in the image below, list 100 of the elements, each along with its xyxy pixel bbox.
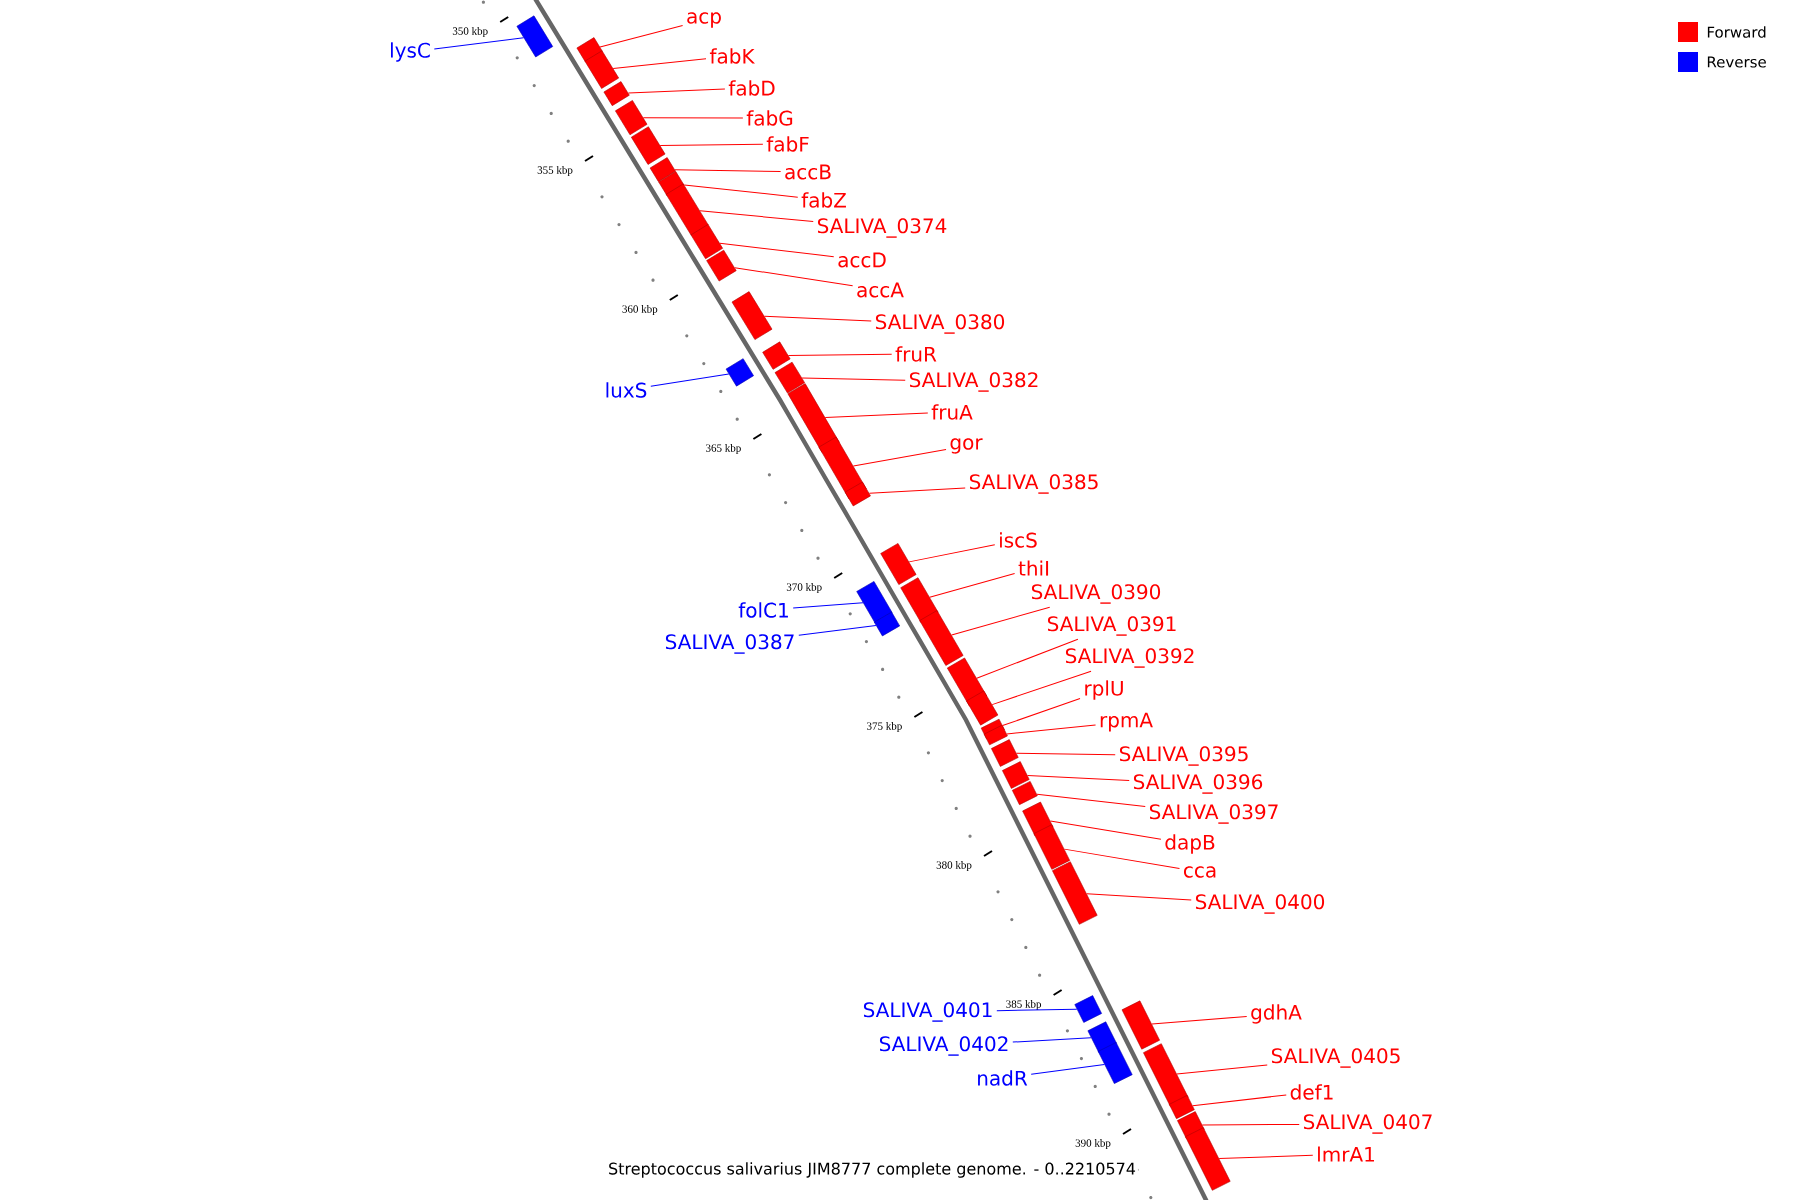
gene-label: gor (950, 438, 983, 454)
gene-label: accA (857, 282, 904, 298)
leader-line (1030, 1063, 1105, 1075)
leader-line (1036, 793, 1146, 807)
gene-label: fabD (728, 80, 775, 96)
gene-block (1143, 1043, 1189, 1107)
gene-label: SALIVA_0397 (1149, 804, 1278, 824)
leader-line (951, 606, 1051, 636)
gene-label: SALIVA_0382 (909, 372, 1038, 392)
gene-label: folC1 (738, 602, 788, 618)
leader-line (699, 210, 814, 222)
gene-block (1012, 781, 1038, 805)
gene-block (787, 383, 840, 453)
leader-line (650, 373, 730, 387)
gene-block (1185, 1127, 1231, 1191)
gene-block (690, 224, 723, 260)
gene-label: rpmA (1100, 712, 1153, 732)
leader-line (976, 638, 1079, 679)
leader-line (612, 58, 707, 69)
gene-block (983, 724, 1008, 746)
leader-line (763, 315, 872, 322)
gene-block (516, 15, 553, 58)
leader-line (798, 624, 877, 636)
leader-line (1218, 1154, 1314, 1160)
leader-line (1086, 893, 1192, 901)
leader-line (929, 572, 1016, 598)
leader-line (599, 25, 684, 48)
leader-line (1049, 820, 1162, 840)
leader-line (659, 143, 764, 146)
gene-block (1033, 824, 1070, 870)
gene-block (991, 739, 1019, 767)
gene-label: fabK (709, 48, 755, 64)
leader-line (852, 449, 947, 467)
leader-line (642, 117, 744, 119)
gene-label: SALIVA_0396 (1133, 774, 1263, 794)
gene-label: SALIVA_0374 (817, 218, 947, 238)
gene-label: lysC (391, 42, 430, 62)
gene-label: lmrA1 (1318, 1146, 1374, 1162)
gene-label: SALIVA_0407 (1303, 1114, 1432, 1134)
gene-label: fabG (746, 110, 793, 126)
gene-label: fabF (766, 136, 809, 152)
gene-block (1169, 1095, 1195, 1119)
gene-block (1052, 861, 1098, 925)
gene-label: gdhA (1251, 1004, 1302, 1024)
gene-label: SALIVA_0400 (1195, 894, 1325, 914)
gene-label: thiI (1018, 560, 1049, 576)
leader-line (1151, 1015, 1248, 1025)
gene-label: SALIVA_0395 (1119, 746, 1248, 766)
leader-line (792, 602, 864, 609)
gene-block (1074, 995, 1102, 1023)
leader-line (719, 242, 835, 258)
gene-block (665, 183, 709, 236)
gene-block (631, 126, 666, 165)
gene-label: SALIVA_0391 (1047, 616, 1176, 636)
leader-line (996, 1008, 1078, 1012)
gene-block (874, 611, 900, 637)
gene-block (880, 543, 917, 585)
leader-line (433, 37, 525, 50)
gene-block (774, 361, 805, 394)
leader-line (734, 267, 854, 287)
leader-line (787, 353, 893, 356)
caption: Streptococcus salivarius JIM8777 complete genome. - 0..2210574 (606, 1160, 1138, 1180)
gene-block (844, 481, 871, 507)
gene-block (706, 249, 737, 282)
gene-block (731, 291, 773, 340)
gene-block (900, 577, 939, 623)
gene-label: SALIVA_0390 (1031, 584, 1161, 604)
gene-block (725, 358, 754, 387)
leader-line (627, 88, 726, 94)
leader-line (1012, 1037, 1092, 1043)
gene-label: cca (1184, 866, 1216, 878)
leader-line (683, 184, 799, 198)
gene-label: luxS (606, 382, 647, 398)
gene-block (919, 610, 964, 666)
leader-line (1201, 1123, 1300, 1126)
leader-line (1015, 752, 1116, 756)
gene-label: SALIVA_0401 (863, 1002, 992, 1022)
gene-block (762, 341, 791, 370)
gene-block (649, 157, 676, 182)
gene-label: iscS (1000, 532, 1037, 548)
gene-label: fruR (895, 346, 937, 362)
gene-block (658, 171, 685, 196)
leader-line (1027, 775, 1130, 782)
leader-line (1006, 724, 1097, 735)
gene-label: def1 (1290, 1084, 1333, 1100)
leader-line (824, 412, 929, 418)
leader-line (1176, 1064, 1268, 1075)
leader-line (991, 670, 1092, 706)
gene-label: fruA (931, 404, 973, 420)
gene-label: SALIVA_0402 (879, 1036, 1008, 1056)
gene-label: SALIVA_0385 (969, 474, 1098, 494)
gene-block (576, 37, 603, 62)
gene-label: SALIVA_0405 (1271, 1048, 1400, 1068)
gene-label: acp (687, 12, 721, 28)
gene-label: SALIVA_0392 (1065, 648, 1194, 668)
leader-line (908, 544, 996, 563)
gene-label: SALIVA_0387 (665, 634, 794, 654)
gene-block (603, 81, 630, 106)
leader-line (801, 377, 906, 381)
leader-line (1063, 848, 1180, 870)
